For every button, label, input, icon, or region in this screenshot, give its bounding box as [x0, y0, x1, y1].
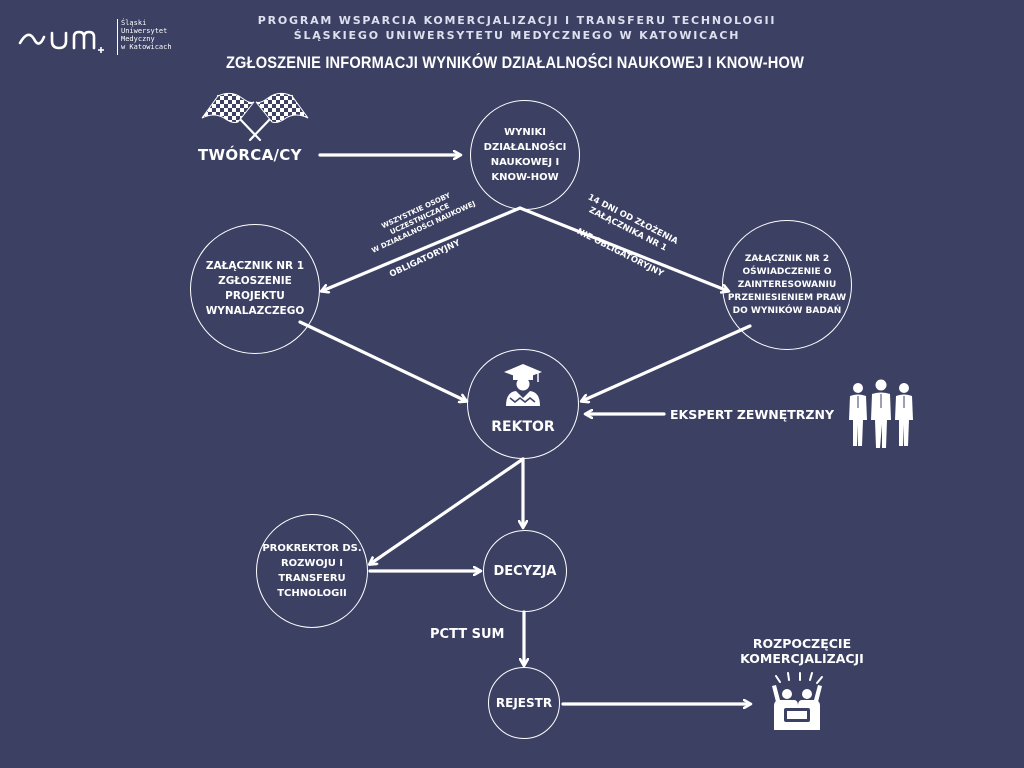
prorektor-node-text: PROKREKTOR DS. ROZWOJU I TRANSFERU TCHNO…: [262, 543, 362, 599]
ekspert-label: EKSPERT ZEWNĘTRZNY: [670, 407, 834, 422]
decyzja-node-text: DECYZJA: [493, 563, 557, 579]
wyniki-node-text: WYNIKI DZIAŁALNOŚCI NAUKOWEJ I KNOW-HOW: [483, 127, 567, 183]
logo-line-1: Śląski: [121, 19, 147, 27]
rektor-node-text: REKTOR: [491, 419, 555, 435]
page-title: ZGŁOSZENIE INFORMACJI WYNIKÓW DZIAŁALNOŚ…: [225, 53, 805, 72]
sum-logo: Śląski Uniwersytet Medyczny w Katowicach: [18, 15, 178, 57]
zalacznik1-node: ZAŁĄCZNIK NR 1 ZGŁOSZENIE PROJEKTU WYNAL…: [190, 224, 320, 354]
arrow-wyniki-to-zalacznik2: [518, 206, 728, 291]
graduate-icon: [504, 364, 542, 406]
checkered-flags-icon: [201, 92, 309, 142]
program-header: PROGRAM WSPARCIA KOMERCJALIZACJI I TRANS…: [200, 13, 834, 43]
logo-line-4: w Katowicach: [121, 43, 172, 51]
zalacznik1-node-text: ZAŁĄCZNIK NR 1 ZGŁOSZENIE PROJEKTU WYNAL…: [205, 260, 305, 317]
arrow-zalacznik2-to-rektor: [582, 324, 752, 401]
wyniki-node: WYNIKI DZIAŁALNOŚCI NAUKOWEJ I KNOW-HOW: [470, 100, 580, 210]
business-people-icon: [849, 379, 913, 448]
decyzja-node: DECYZJA: [483, 530, 567, 612]
rektor-node: REKTOR: [467, 349, 579, 459]
zalacznik2-node: ZAŁĄCZNIK NR 2 OŚWIADCZENIE O ZAINTERESO…: [722, 220, 852, 350]
zalacznik2-node-text: ZAŁĄCZNIK NR 2 OŚWIADCZENIE O ZAINTERESO…: [727, 253, 847, 316]
header-line-2: ŚLĄSKIEGO UNIWERSYTETU MEDYCZNEGO W KATO…: [293, 29, 741, 42]
rozpoczecie-label: ROZPOCZĘCIE KOMERCJALIZACJI: [740, 636, 864, 666]
tworca-label: TWÓRCA/CY: [198, 146, 302, 164]
arrow-rektor-to-prorektor: [370, 457, 525, 564]
sum-logo-mark: [18, 30, 104, 53]
logo-line-2: Uniwersytet: [121, 27, 168, 35]
header-line-1: PROGRAM WSPARCIA KOMERCJALIZACJI I TRANS…: [257, 14, 777, 27]
arrow-zalacznik1-to-rektor: [298, 320, 466, 401]
arrow-wyniki-to-zalacznik1: [322, 206, 522, 291]
celebration-icon: [772, 672, 823, 730]
pctt-label: PCTT SUM: [430, 627, 505, 642]
rejestr-node-text: REJESTR: [495, 696, 553, 710]
logo-line-3: Medyczny: [121, 35, 155, 43]
logo-university-name: Śląski Uniwersytet Medyczny w Katowicach: [121, 19, 191, 51]
rejestr-node: REJESTR: [488, 667, 560, 739]
prorektor-node: PROKREKTOR DS. ROZWOJU I TRANSFERU TCHNO…: [256, 514, 368, 628]
logo-divider: [117, 19, 118, 55]
